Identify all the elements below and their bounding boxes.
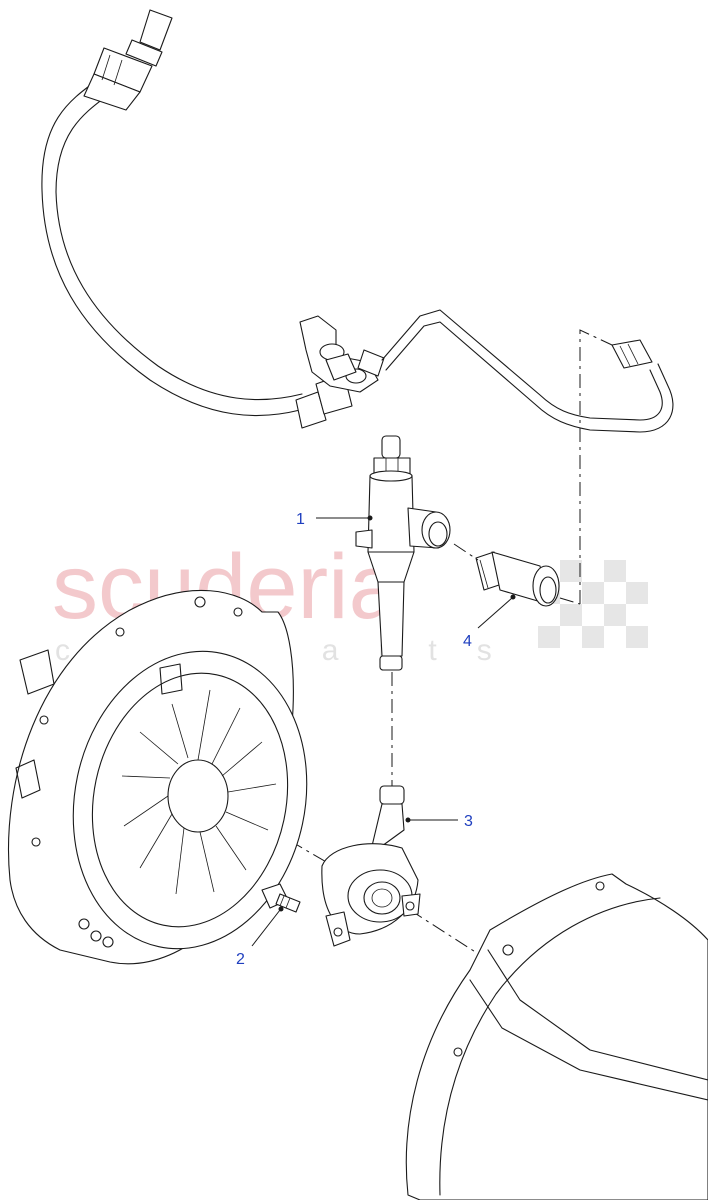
- axis-line: [579, 329, 613, 604]
- axis-line: [219, 799, 341, 871]
- flexible-clutch-hose: [41, 9, 353, 429]
- bellhousing: [405, 873, 708, 1200]
- rigid-clutch-pipe: [381, 309, 674, 433]
- pipe-bracket: [299, 315, 385, 393]
- callout-1: 1: [296, 511, 373, 528]
- clutch-pressure-plate: [7, 589, 308, 965]
- axis-line: [453, 543, 479, 561]
- callout-label-3: 3: [464, 813, 473, 830]
- callout-label-1: 1: [296, 511, 305, 528]
- callout-label-2: 2: [236, 951, 245, 968]
- callout-4: 4: [463, 594, 516, 650]
- axis-line: [409, 909, 481, 956]
- part-2-bolt: [261, 883, 301, 913]
- part-1-connector: [355, 435, 451, 671]
- part-3-concentric-slave-cylinder: [321, 785, 421, 947]
- callout-label-4: 4: [463, 633, 472, 650]
- rim-holes: [31, 596, 243, 948]
- callout-3: 3: [405, 813, 473, 830]
- axis-line: [559, 597, 581, 605]
- part-4-adaptor: [475, 551, 560, 607]
- callout-2: 2: [236, 906, 284, 968]
